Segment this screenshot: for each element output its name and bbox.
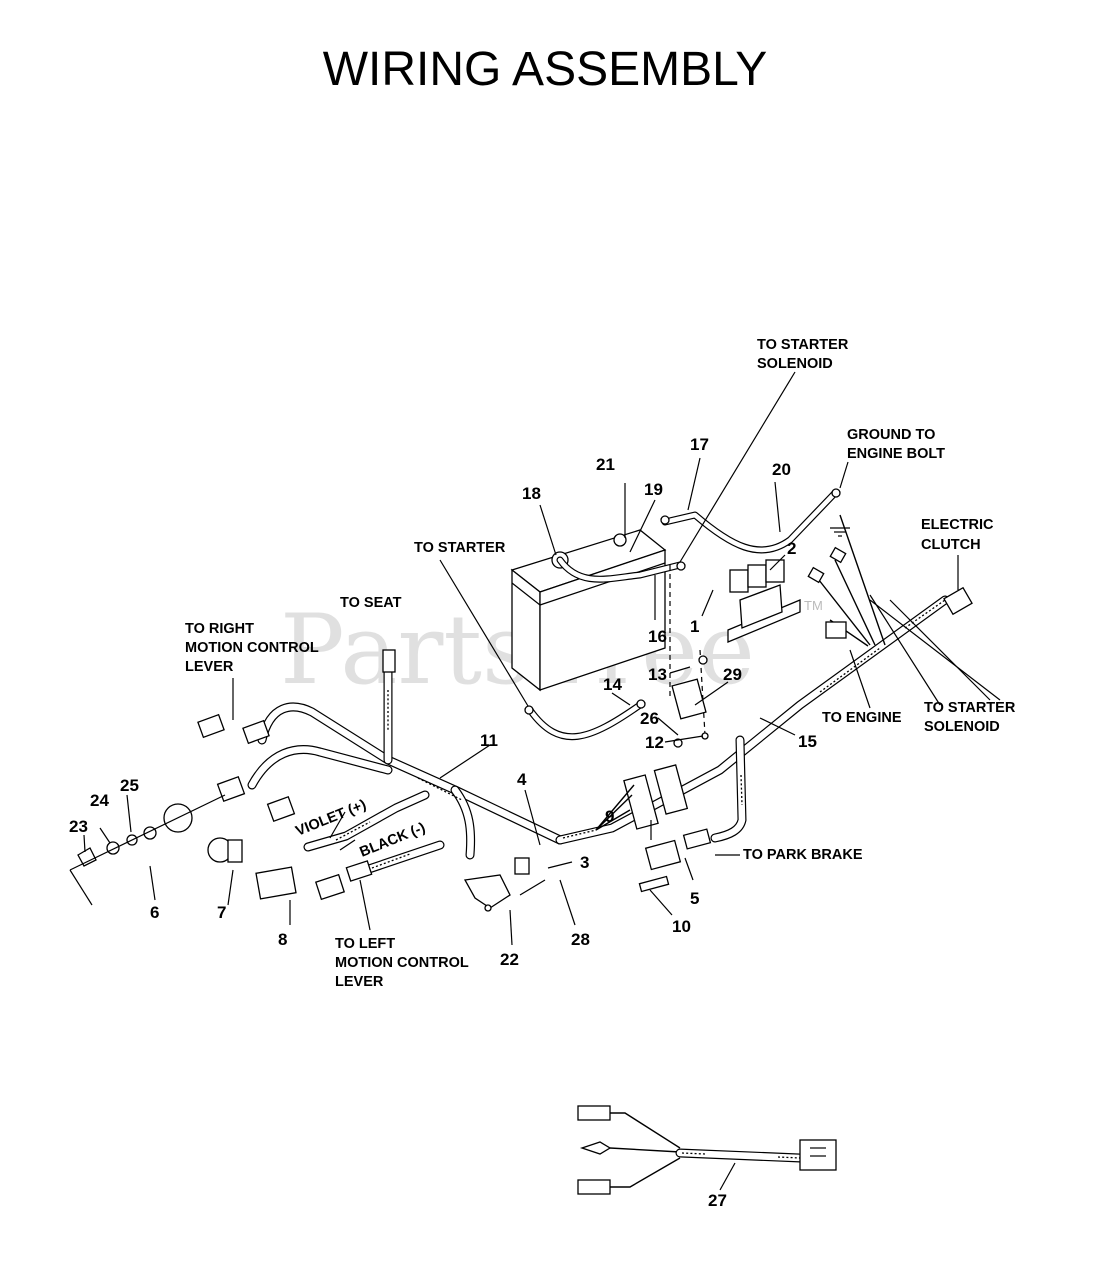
callout-13: 13 [648, 665, 667, 684]
callout-20: 20 [772, 460, 791, 479]
callout-12: 12 [645, 733, 664, 752]
callout-26: 26 [640, 709, 659, 728]
label-to-starter: TO STARTER [414, 540, 506, 556]
callout-27: 27 [708, 1191, 727, 1210]
callout-5: 5 [690, 889, 699, 908]
left-components [69, 649, 396, 906]
label-electric-clutch-1: ELECTRIC [921, 517, 994, 533]
relay-bracket [669, 559, 801, 736]
lower-bracket [463, 857, 546, 912]
label-to-park-brake: TO PARK BRAKE [743, 847, 863, 863]
engine-leads [807, 514, 973, 647]
park-brake-parts [638, 820, 712, 893]
watermark-trademark: TM [804, 598, 823, 613]
label-electric-clutch-2: CLUTCH [921, 537, 981, 553]
callout-3: 3 [580, 853, 589, 872]
label-to-left-motion-control-1: TO LEFT [335, 936, 395, 952]
cables [524, 488, 841, 741]
text-labels: TO STARTER SOLENOID GROUND TO ENGINE BOL… [185, 337, 1016, 990]
callout-25: 25 [120, 776, 139, 795]
callout-28: 28 [571, 930, 590, 949]
center-connectors [595, 764, 689, 831]
page-title: WIRING ASSEMBLY [323, 43, 768, 96]
label-to-starter-solenoid-top-2: SOLENOID [757, 356, 833, 372]
callout-10: 10 [672, 917, 691, 936]
main-harness [247, 595, 950, 860]
callout-4: 4 [517, 770, 527, 789]
callout-8: 8 [278, 930, 287, 949]
callout-11: 11 [480, 731, 498, 750]
label-ground-to-engine-bolt-2: ENGINE BOLT [847, 446, 945, 462]
callout-2: 2 [787, 539, 796, 558]
callout-16: 16 [648, 627, 667, 646]
label-to-right-motion-control-3: LEVER [185, 659, 234, 675]
callout-24: 24 [90, 791, 109, 810]
callout-14: 14 [603, 675, 622, 694]
callout-numbers: 1 2 3 4 5 6 7 8 9 10 11 12 13 14 15 16 1… [69, 435, 817, 1210]
leader-lines [83, 371, 1001, 946]
callout-29: 29 [723, 665, 742, 684]
callout-21: 21 [596, 455, 615, 474]
label-ground-to-engine-bolt-1: GROUND TO [847, 427, 935, 443]
callout-22: 22 [500, 950, 519, 969]
label-to-seat: TO SEAT [340, 595, 402, 611]
left-leads [303, 790, 445, 901]
battery [510, 529, 667, 692]
callout-19: 19 [644, 480, 663, 499]
callout-1: 1 [690, 617, 699, 636]
callout-6: 6 [150, 903, 159, 922]
label-to-left-motion-control-2: MOTION CONTROL [335, 955, 469, 971]
label-to-right-motion-control-2: MOTION CONTROL [185, 640, 319, 656]
label-to-left-motion-control-3: LEVER [335, 974, 384, 990]
callout-17: 17 [690, 435, 709, 454]
callout-23: 23 [69, 817, 88, 836]
callout-7: 7 [217, 903, 226, 922]
label-to-starter-solenoid-right-2: SOLENOID [924, 719, 1000, 735]
label-to-starter-solenoid-right-1: TO STARTER [924, 700, 1016, 716]
callout-15: 15 [798, 732, 817, 751]
callout-9: 9 [605, 807, 614, 826]
harness-27 [577, 1105, 837, 1195]
label-to-starter-solenoid-top-1: TO STARTER [757, 337, 849, 353]
callout-18: 18 [522, 484, 541, 503]
label-to-right-motion-control-1: TO RIGHT [185, 621, 254, 637]
label-to-engine: TO ENGINE [822, 710, 902, 726]
